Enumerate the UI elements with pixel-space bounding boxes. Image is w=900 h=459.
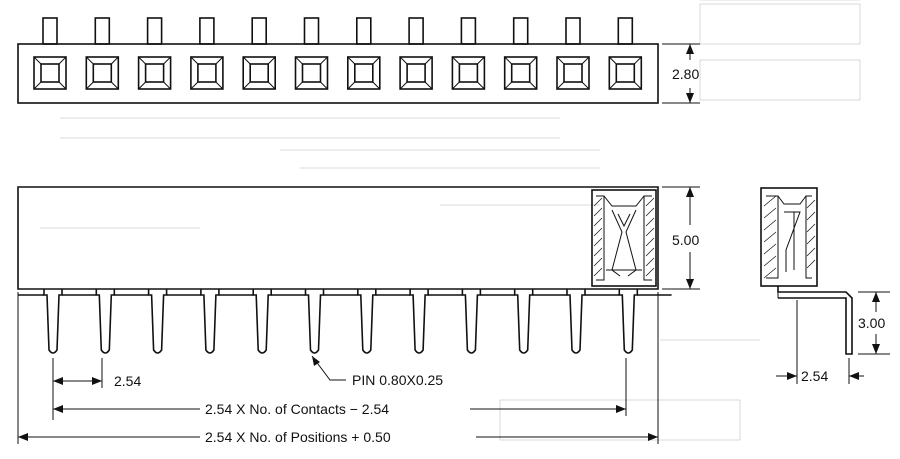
- positions-length-formula: 2.54 X No. of Positions + 0.50: [205, 429, 391, 445]
- front-pin: [357, 289, 377, 354]
- front-view: 5.00 2.54 PIN 0.80X0.25 2.54 X No. of Co…: [17, 186, 700, 445]
- top-pin-stub: [460, 17, 477, 45]
- front-pin: [304, 289, 325, 354]
- top-pin-stub: [617, 17, 634, 45]
- contact-square: [503, 56, 538, 90]
- front-pin: [409, 289, 429, 354]
- section-detail-front: [591, 189, 657, 287]
- side-view: 3.00 2.54: [760, 187, 890, 384]
- background-bleed-lines: [40, 0, 861, 441]
- top-pin-stub: [303, 17, 320, 45]
- top-pin-stub: [94, 17, 111, 45]
- front-pin: [200, 289, 220, 354]
- contact-square: [556, 56, 590, 90]
- contact-square: [399, 56, 433, 90]
- contact-square: [346, 56, 381, 90]
- height-side-dimension: 5.00: [672, 232, 699, 248]
- top-view-body: [17, 43, 659, 104]
- front-pin: [461, 289, 482, 354]
- pin-size-label: PIN 0.80X0.25: [352, 372, 443, 388]
- top-pin-stub: [146, 17, 163, 45]
- contact-square: [242, 56, 276, 90]
- top-pin-stub: [199, 17, 215, 45]
- front-pin: [252, 289, 272, 354]
- top-pin-stub: [565, 17, 581, 45]
- top-pin-stub: [251, 17, 267, 45]
- pitch-front-dimension: 2.54: [114, 373, 141, 389]
- top-view-contacts: [33, 56, 643, 90]
- top-view-pin-stubs: [42, 17, 634, 45]
- front-view-body: [17, 186, 659, 290]
- front-pin: [513, 289, 534, 354]
- top-pin-stub: [408, 17, 424, 45]
- front-pin: [147, 289, 168, 354]
- front-pin: [566, 289, 586, 354]
- contact-square: [294, 56, 329, 90]
- side-view-pin: [777, 286, 853, 355]
- front-view-pins: [18, 289, 672, 354]
- contact-square: [137, 56, 172, 90]
- pitch-side-dimension: 2.54: [801, 368, 828, 384]
- contact-square: [608, 56, 643, 90]
- height-top-dimension: 2.80: [672, 66, 699, 82]
- front-pin: [618, 289, 639, 354]
- contact-square: [33, 56, 67, 90]
- contact-square: [190, 56, 224, 90]
- front-pin: [43, 289, 63, 354]
- contact-square: [451, 56, 486, 90]
- contact-square: [85, 56, 120, 90]
- top-pin-stub: [42, 17, 58, 45]
- front-pin: [95, 289, 116, 354]
- top-view: 2.80: [17, 17, 700, 104]
- contacts-length-formula: 2.54 X No. of Contacts − 2.54: [205, 401, 389, 417]
- pin-length-dimension: 3.00: [858, 315, 885, 331]
- top-pin-stub: [512, 17, 529, 45]
- top-pin-stub: [355, 17, 372, 45]
